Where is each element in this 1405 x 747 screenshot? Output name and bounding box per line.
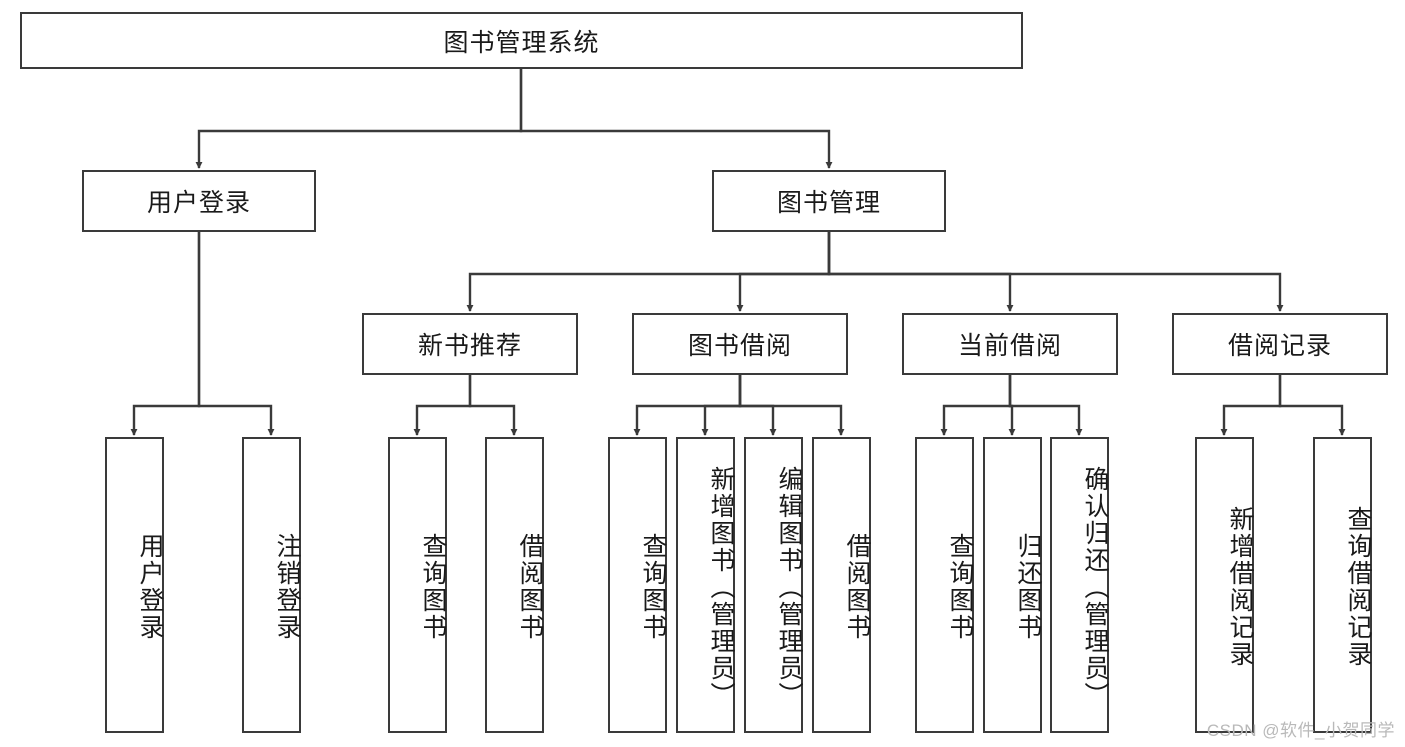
node-cur-return[interactable]: 归还图书 xyxy=(983,437,1042,733)
node-bookmgmt[interactable]: 图书管理 xyxy=(712,170,946,232)
node-brw-borrow[interactable]: 借阅图书 xyxy=(812,437,871,733)
connector-login-to-login-out xyxy=(197,232,275,436)
node-brw-add[interactable]: 新增图书（管理员） xyxy=(676,437,735,733)
node-label-brw-edit: 编辑图书（管理员） xyxy=(775,465,803,709)
node-label-newbook: 新书推荐 xyxy=(417,332,522,360)
node-new-borrow[interactable]: 借阅图书 xyxy=(485,437,544,733)
node-cur-query[interactable]: 查询图书 xyxy=(915,437,974,733)
node-label-rec-add: 新增借阅记录 xyxy=(1226,506,1254,668)
node-label-login-out: 注销登录 xyxy=(273,533,301,641)
connector-bookmgmt-to-newbook xyxy=(466,232,831,312)
node-cur-confirm[interactable]: 确认归还（管理员） xyxy=(1050,437,1109,733)
connector-current-to-cur-confirm xyxy=(1008,375,1083,436)
node-label-root: 图书管理系统 xyxy=(443,28,600,57)
node-label-cur-confirm: 确认归还（管理员） xyxy=(1081,465,1109,709)
node-rec-add[interactable]: 新增借阅记录 xyxy=(1195,437,1254,733)
node-label-bookmgmt: 图书管理 xyxy=(776,189,881,217)
node-rec-query[interactable]: 查询借阅记录 xyxy=(1313,437,1372,733)
node-label-brw-add: 新增图书（管理员） xyxy=(707,465,735,709)
node-label-new-query: 查询图书 xyxy=(419,533,447,641)
connector-bookmgmt-to-borrow xyxy=(736,232,831,312)
node-login-do[interactable]: 用户登录 xyxy=(105,437,164,733)
node-current[interactable]: 当前借阅 xyxy=(902,313,1118,375)
node-label-records: 借阅记录 xyxy=(1227,332,1332,360)
connector-borrow-to-brw-add xyxy=(701,375,742,436)
node-records[interactable]: 借阅记录 xyxy=(1172,313,1388,375)
connector-current-to-cur-query xyxy=(940,375,1012,436)
connector-root-to-login xyxy=(195,69,523,169)
connector-borrow-to-brw-borrow xyxy=(738,375,845,436)
node-label-login: 用户登录 xyxy=(146,189,251,217)
connector-records-to-rec-query xyxy=(1278,375,1346,436)
connector-records-to-rec-add xyxy=(1220,375,1282,436)
node-brw-edit[interactable]: 编辑图书（管理员） xyxy=(744,437,803,733)
connector-login-to-login-do xyxy=(130,232,201,436)
connector-root-to-bookmgmt xyxy=(519,69,833,169)
node-label-cur-query: 查询图书 xyxy=(946,533,974,641)
node-new-query[interactable]: 查询图书 xyxy=(388,437,447,733)
connector-newbook-to-new-borrow xyxy=(468,375,518,436)
node-label-brw-query: 查询图书 xyxy=(639,533,667,641)
node-root[interactable]: 图书管理系统 xyxy=(20,12,1023,69)
node-label-borrow: 图书借阅 xyxy=(687,332,792,360)
node-login[interactable]: 用户登录 xyxy=(82,170,316,232)
connector-newbook-to-new-query xyxy=(413,375,472,436)
node-label-rec-query: 查询借阅记录 xyxy=(1344,506,1372,668)
node-login-out[interactable]: 注销登录 xyxy=(242,437,301,733)
node-label-brw-borrow: 借阅图书 xyxy=(843,533,871,641)
node-label-cur-return: 归还图书 xyxy=(1014,533,1042,641)
node-newbook[interactable]: 新书推荐 xyxy=(362,313,578,375)
node-label-new-borrow: 借阅图书 xyxy=(516,533,544,641)
node-borrow[interactable]: 图书借阅 xyxy=(632,313,848,375)
connector-bookmgmt-to-records xyxy=(827,232,1284,312)
connector-bookmgmt-to-current xyxy=(827,232,1014,312)
node-label-login-do: 用户登录 xyxy=(136,533,164,641)
node-label-current: 当前借阅 xyxy=(957,332,1062,360)
node-brw-query[interactable]: 查询图书 xyxy=(608,437,667,733)
